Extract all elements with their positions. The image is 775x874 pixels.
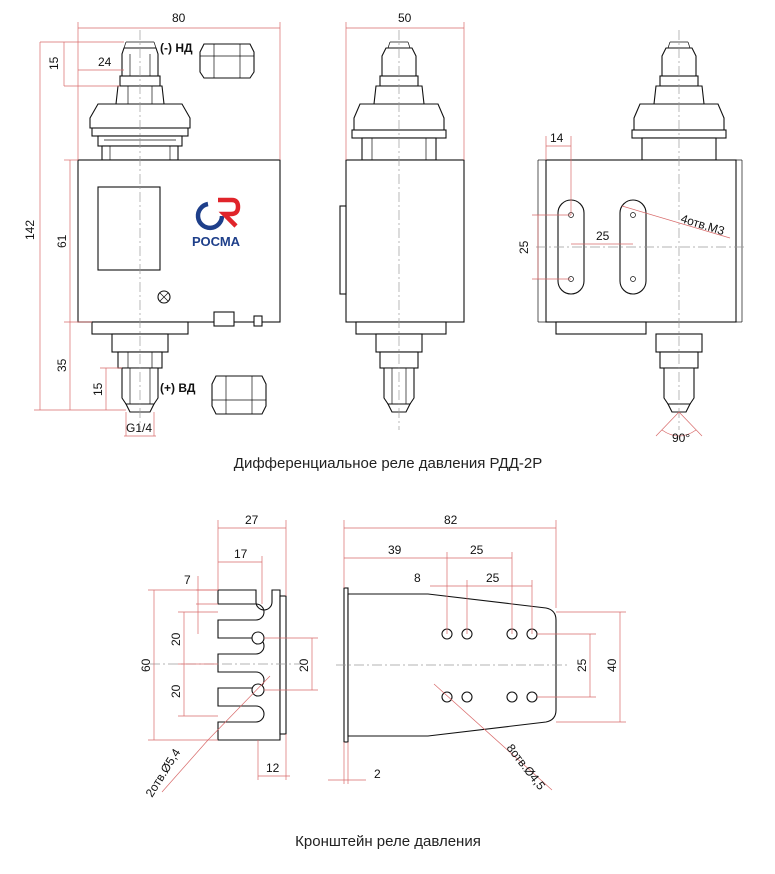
front-view: РОСМА 80 24 15	[23, 11, 281, 437]
bracket-hole-bottom	[251, 683, 265, 697]
display-window	[97, 186, 161, 271]
dim-top-15: 15	[47, 56, 61, 70]
rear-view: 14 25 25 4отв.М3 90°	[517, 30, 745, 445]
bracket-comb-plate	[217, 589, 281, 741]
dim-bracket-20-upper: 20	[169, 632, 183, 646]
dim-bracket-8: 8	[414, 571, 421, 585]
dim-bracket-7: 7	[184, 573, 191, 587]
side-view: 50	[339, 11, 465, 430]
dim-bracket-39: 39	[388, 543, 402, 557]
dim-bracket-25-top: 25	[470, 543, 484, 557]
label-low-pressure: (-) НД	[160, 41, 193, 55]
spare-cap-top	[199, 43, 255, 79]
dim-bracket-20-holes: 20	[297, 658, 311, 672]
dim-bracket-40: 40	[605, 658, 619, 672]
label-high-pressure: (+) ВД	[160, 381, 196, 395]
dim-bracket-20-lower: 20	[169, 684, 183, 698]
dim-bracket-25-rows: 25	[575, 658, 589, 672]
dim-total-142: 142	[23, 220, 37, 240]
dim-bracket-82: 82	[444, 513, 458, 527]
label-holes-54: 2отв.Ø5,4	[143, 746, 184, 800]
dim-slot-offset-14: 14	[550, 131, 564, 145]
dim-bottom-fitting-15: 15	[91, 382, 105, 396]
rosma-logo: РОСМА	[192, 197, 241, 249]
dim-bracket-60: 60	[139, 658, 153, 672]
logo-text: РОСМА	[192, 234, 241, 249]
bracket-front-view: 82 39 25 8 25 25 40 2 8отв.Ø4,5	[328, 513, 626, 793]
dim-bracket-25-mid: 25	[486, 571, 500, 585]
dim-width-80: 80	[172, 11, 186, 25]
dim-hole-spacing-25: 25	[596, 229, 610, 243]
caption-relay: Дифференциальное реле давления РДД-2Р	[234, 455, 542, 472]
label-angle: 90°	[672, 431, 690, 445]
dim-bracket-27: 27	[245, 513, 259, 527]
label-holes-45: 8отв.Ø4,5	[504, 741, 549, 793]
spare-cap-bottom	[211, 375, 267, 415]
dim-bracket-17: 17	[234, 547, 248, 561]
caption-bracket: Кронштейн реле давления	[295, 833, 481, 850]
dim-thread: G1/4	[126, 421, 152, 435]
dim-body-61: 61	[55, 234, 69, 248]
dim-bracket-12: 12	[266, 761, 280, 775]
relay-body-side	[345, 159, 465, 323]
bracket-hole-top	[251, 631, 265, 645]
dim-fitting-24: 24	[98, 55, 112, 69]
dim-bottom-35: 35	[55, 358, 69, 372]
bracket-side-view: 27 17 7 60 20 20 20 12 2отв.Ø5,4	[139, 513, 318, 800]
dim-slot-pitch-25: 25	[517, 240, 531, 254]
dim-width-50: 50	[398, 11, 412, 25]
dim-bracket-2: 2	[374, 767, 381, 781]
